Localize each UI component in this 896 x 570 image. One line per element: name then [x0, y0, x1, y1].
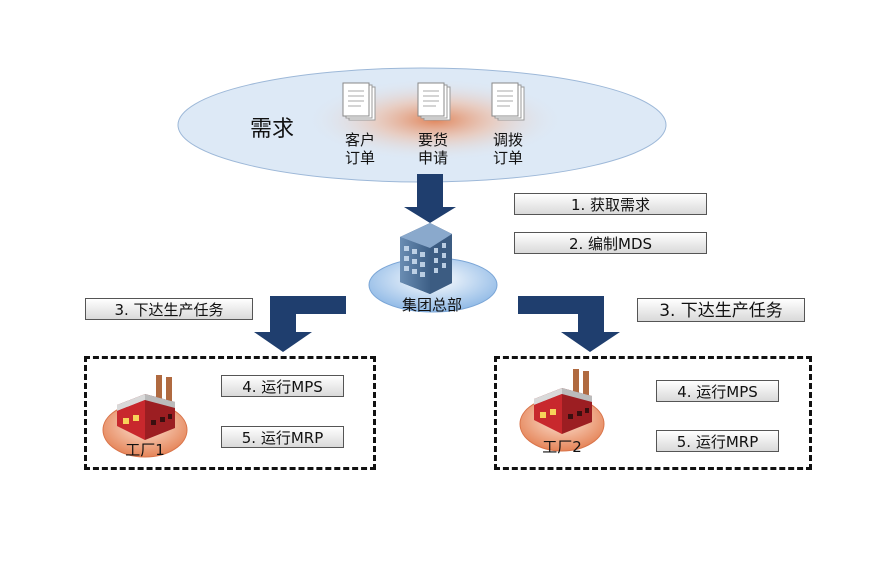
arrow-bend-left-icon [254, 296, 346, 352]
document-icon [417, 82, 451, 121]
hq-label: 集团总部 [401, 296, 462, 314]
factory-2-container [494, 356, 812, 470]
document-icon [491, 82, 525, 121]
demand-item-line: 调拨 [492, 131, 523, 149]
demand-item-line: 要货 [417, 131, 448, 149]
factory-2-label: 工厂2 [542, 438, 582, 456]
demand-item-line: 申请 [417, 149, 448, 167]
factory-icon [102, 375, 188, 458]
step-dispatch-left: 3. 下达生产任务 [85, 298, 253, 320]
step-dispatch-right: 3. 下达生产任务 [637, 298, 805, 322]
factory-1-label: 工厂1 [125, 441, 165, 459]
demand-item-customer-order: 客户 订单 [336, 131, 384, 167]
demand-title: 需求 [250, 117, 295, 142]
factory-2-mrp: 5. 运行MRP [656, 430, 779, 452]
arrow-down-icon [404, 174, 456, 223]
factory-icon [519, 369, 605, 452]
building-icon [400, 223, 452, 294]
factory-2-mps: 4. 运行MPS [656, 380, 779, 402]
step-compile-mds: 2. 编制MDS [514, 232, 707, 254]
factory-1-mps: 4. 运行MPS [221, 375, 344, 397]
factory-1-container [84, 356, 376, 470]
demand-item-line: 客户 [344, 131, 375, 149]
step-get-demand: 1. 获取需求 [514, 193, 707, 215]
demand-item-line: 订单 [492, 149, 523, 167]
arrow-bend-right-icon [518, 296, 620, 352]
demand-item-line: 订单 [344, 149, 375, 167]
factory-1-mrp: 5. 运行MRP [221, 426, 344, 448]
demand-item-transfer-order: 调拨 订单 [484, 131, 532, 167]
demand-item-stock-request: 要货 申请 [409, 131, 457, 167]
document-icon [342, 82, 376, 121]
